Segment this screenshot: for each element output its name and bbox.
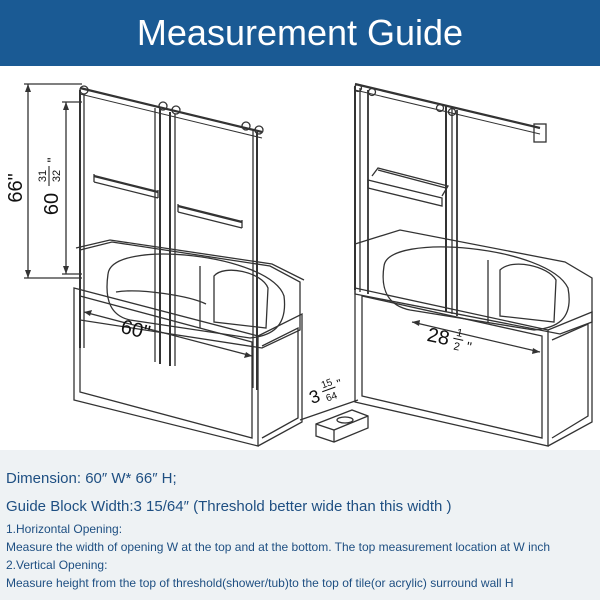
left-tub-door-diagram — [24, 83, 305, 447]
guide-width-dimension-line — [299, 399, 359, 421]
horizontal-opening-heading: 1.Horizontal Opening: — [6, 522, 123, 536]
vertical-opening-text: Measure height from the top of threshold… — [6, 576, 514, 590]
half-width-whole: 28 — [425, 324, 451, 350]
inner-height-denominator: 32 — [51, 170, 63, 182]
inner-height-quote: " — [44, 157, 60, 162]
half-width-denominator: 2 — [452, 341, 460, 354]
line-drawings: 66" 60 31 32 " 60" 28 1 2 " 3 15 64 " — [5, 82, 593, 447]
vertical-opening-heading: 2.Vertical Opening: — [6, 558, 108, 572]
guide-block-whole: 3 — [306, 386, 322, 408]
dimension-text: Dimension: 60″ W* 66″ H; — [6, 470, 177, 487]
page-title: Measurement Guide — [136, 12, 464, 53]
guide-block-width-text: Guide Block Width:3 15/64″ (Threshold be… — [6, 498, 452, 515]
title-banner: Measurement Guide — [0, 0, 600, 66]
measurement-drawings: 66" 60 31 32 " 60" 28 1 2 " 3 15 64 " — [0, 66, 600, 450]
half-width-numerator: 1 — [455, 327, 463, 340]
width-dimension-line — [83, 311, 253, 357]
inner-height-numerator: 31 — [37, 170, 49, 182]
instructions-panel: Dimension: 60″ W* 66″ H; Guide Block Wid… — [0, 450, 600, 600]
guide-block-drawing — [299, 399, 369, 443]
guide-block-numerator: 15 — [320, 377, 335, 391]
width-label: 60" — [119, 316, 153, 344]
half-width-dimension-line — [411, 321, 541, 353]
inner-height-whole: 60 — [41, 193, 63, 215]
guide-block-quote: " — [335, 376, 344, 391]
guide-block-denominator: 64 — [325, 390, 340, 404]
height-label: 66" — [5, 173, 27, 202]
half-width-label: 28 1 2 " — [425, 324, 473, 355]
guide-block-label: 3 15 64 " — [306, 376, 344, 408]
half-width-quote: " — [465, 338, 473, 355]
right-tub-door-diagram — [353, 82, 593, 447]
horizontal-opening-text: Measure the width of opening W at the to… — [6, 540, 551, 554]
